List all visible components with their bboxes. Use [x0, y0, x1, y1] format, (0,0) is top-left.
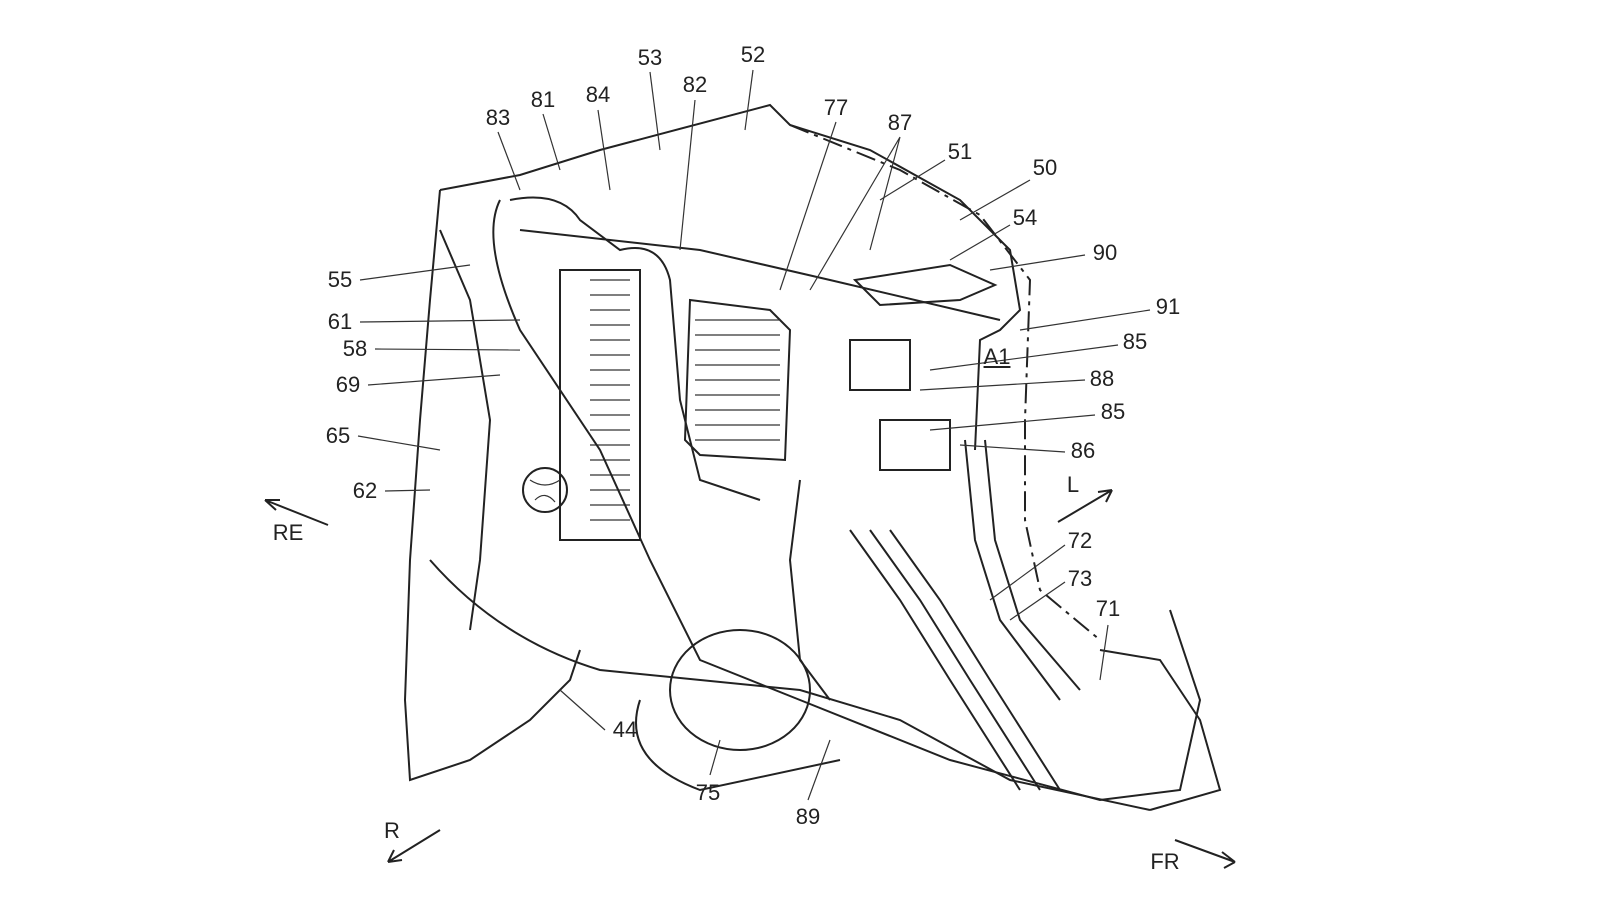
ref-label-61: 61 [327, 309, 353, 334]
ref-label-81: 81 [530, 87, 556, 112]
direction-label-right: R [384, 818, 400, 843]
direction-arrows [264, 489, 1236, 869]
hose [492, 199, 1202, 802]
ref-label-62: 62 [352, 478, 378, 503]
ref-label-53: 53 [637, 45, 663, 70]
ref-label-85-lower: 85 [1100, 399, 1126, 424]
ref-label-88: 88 [1089, 366, 1115, 391]
ref-label-83: 83 [485, 105, 511, 130]
ref-label-85-upper: 85 [1122, 329, 1148, 354]
component-88 [849, 339, 911, 391]
ref-label-89: 89 [795, 804, 821, 829]
cover-dashed-outline [789, 124, 1101, 641]
ref-label-A1: A1 [983, 344, 1011, 369]
ref-label-77: 77 [823, 95, 849, 120]
direction-label-front: FR [1150, 849, 1180, 874]
ref-label-86: 86 [1070, 438, 1096, 463]
ref-label-84: 84 [585, 82, 611, 107]
outer-cover-left [403, 189, 581, 782]
ref-label-91: 91 [1155, 294, 1181, 319]
ref-label-82: 82 [682, 72, 708, 97]
bracket-90 [852, 263, 998, 307]
ref-label-55: 55 [327, 267, 353, 292]
cable-bundle [849, 529, 1061, 791]
ref-label-51: 51 [947, 139, 973, 164]
ref-label-54: 54 [1012, 205, 1038, 230]
ref-label-90: 90 [1092, 240, 1118, 265]
motor-75 [669, 629, 811, 751]
ref-label-73: 73 [1067, 566, 1093, 591]
ref-label-87: 87 [887, 110, 913, 135]
heat-sink [683, 298, 792, 462]
ref-label-71: 71 [1095, 596, 1121, 621]
radiator [559, 269, 641, 541]
ref-label-44: 44 [612, 717, 638, 742]
ref-label-72: 72 [1067, 528, 1093, 553]
fan [522, 467, 568, 513]
direction-label-rear: RE [272, 520, 304, 545]
direction-label-left: L [1066, 472, 1080, 497]
housing-outline [439, 103, 1022, 451]
radiator-fins [590, 279, 630, 521]
leader-lines [357, 69, 1151, 801]
ref-label-65: 65 [325, 423, 351, 448]
corrugated-tube [964, 439, 1081, 701]
ref-label-75: 75 [695, 780, 721, 805]
ref-label-69: 69 [335, 372, 361, 397]
ref-label-58: 58 [342, 336, 368, 361]
ref-label-52: 52 [740, 42, 766, 67]
component-86 [879, 419, 951, 471]
ref-label-50: 50 [1032, 155, 1058, 180]
